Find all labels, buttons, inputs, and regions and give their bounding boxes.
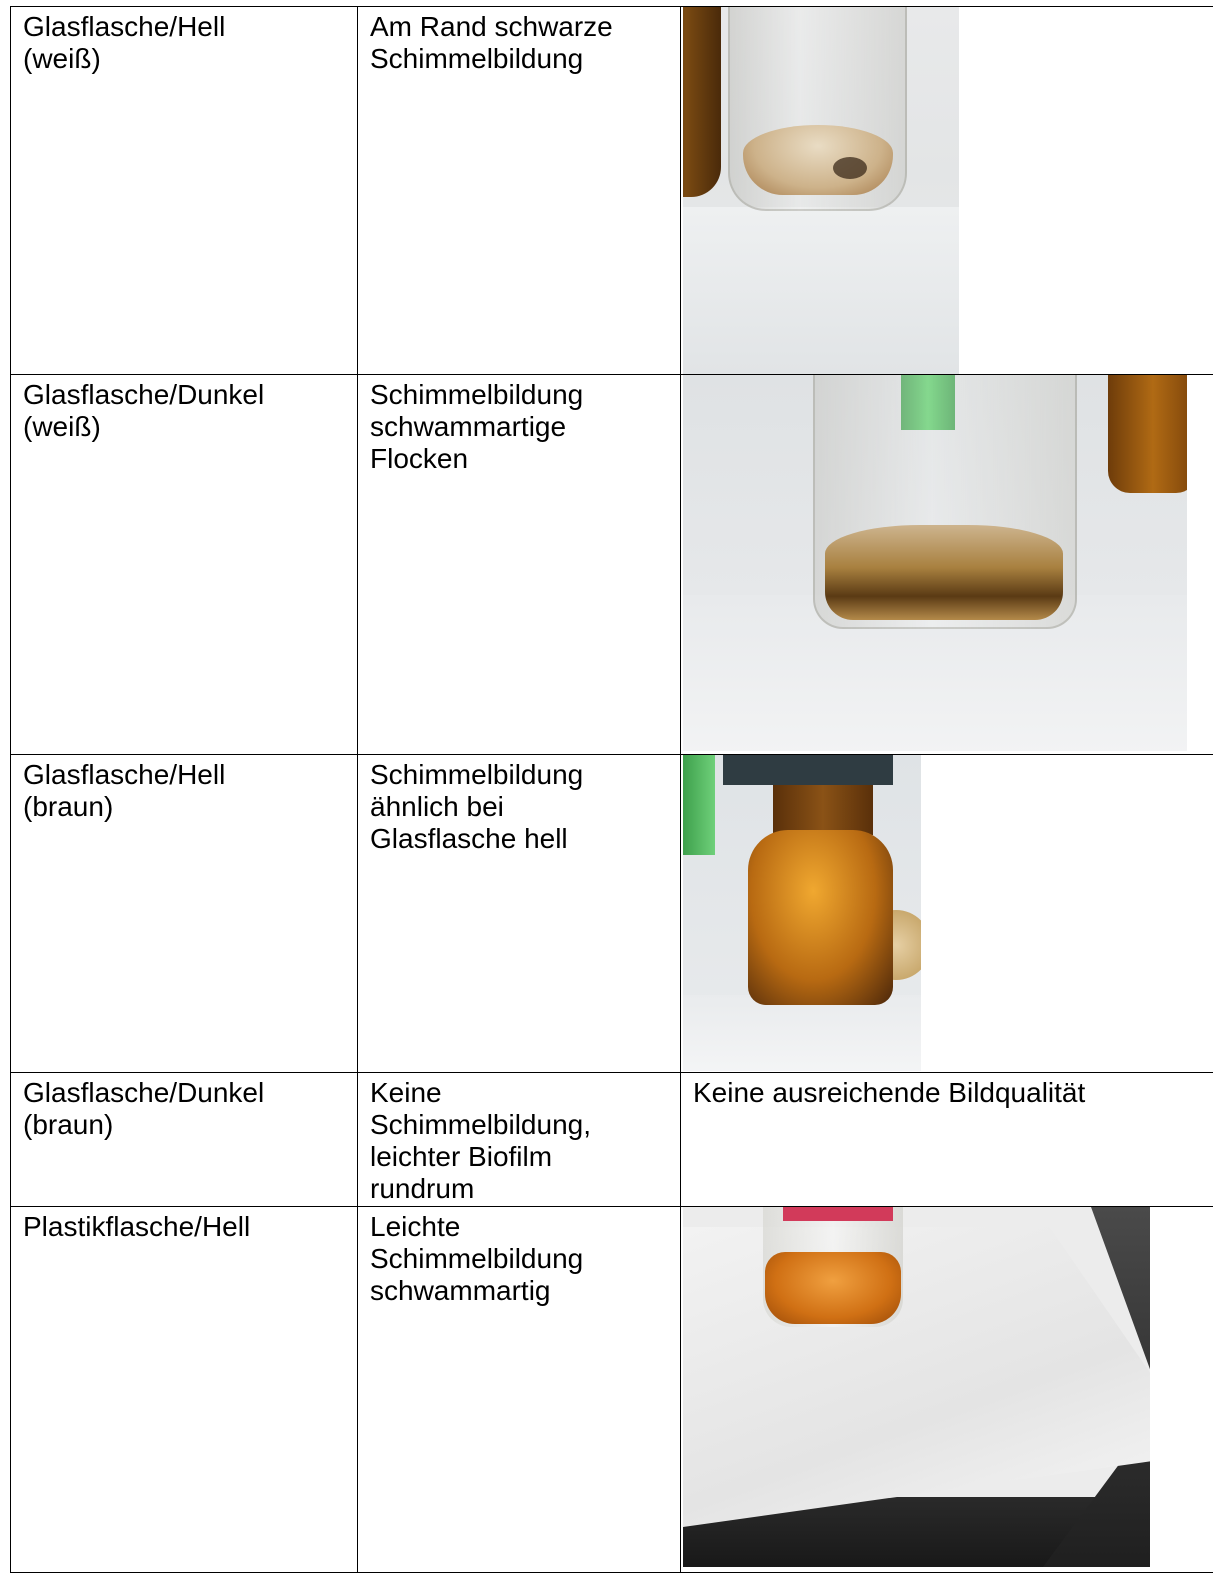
table-row: Glasflasche/Dunkel (weiß) Schimmelbildun… bbox=[10, 374, 1213, 755]
photo-cell bbox=[680, 1206, 1213, 1573]
observation-text: Flocken bbox=[370, 443, 469, 474]
table-row: Glasflasche/Hell (braun) Schimmelbildung… bbox=[10, 754, 1213, 1073]
photo-dark-glass-white bbox=[683, 375, 1187, 751]
observation-text: Keine bbox=[370, 1077, 442, 1108]
table-row: Plastikflasche/Hell Leichte Schimmelbild… bbox=[10, 1206, 1213, 1573]
bottle-type-cell: Plastikflasche/Hell bbox=[10, 1206, 358, 1573]
photo-plastic-bottle bbox=[683, 1207, 1150, 1567]
table-row: Glasflasche/Hell (weiß) Am Rand schwarze… bbox=[10, 6, 1213, 375]
observation-text: Schimmelbildung, bbox=[370, 1109, 591, 1140]
observation-text: Schimmelbildung bbox=[370, 759, 584, 790]
observation-cell: Leichte Schimmelbildung schwammartig bbox=[357, 1206, 681, 1573]
observation-text: leichter Biofilm bbox=[370, 1141, 553, 1172]
bottle-type-cell: Glasflasche/Dunkel (weiß) bbox=[10, 374, 358, 755]
bottle-type-text: Glasflasche/Dunkel bbox=[23, 1077, 265, 1108]
bottle-type-text: Glasflasche/Dunkel bbox=[23, 379, 265, 410]
bottle-type-text: (weiß) bbox=[23, 43, 101, 74]
observation-text: Am Rand schwarze bbox=[370, 11, 613, 42]
photo-cell bbox=[680, 374, 1213, 755]
table-row: Glasflasche/Dunkel (braun) Keine Schimme… bbox=[10, 1072, 1213, 1207]
photo-clear-glass-white bbox=[683, 7, 959, 374]
bottle-type-cell: Glasflasche/Dunkel (braun) bbox=[10, 1072, 358, 1207]
observation-cell: Am Rand schwarze Schimmelbildung bbox=[357, 6, 681, 375]
observation-text: Leichte bbox=[370, 1211, 461, 1242]
observation-text: rundrum bbox=[370, 1173, 475, 1204]
observation-text: schwammartig bbox=[370, 1275, 551, 1306]
bottle-type-text: (braun) bbox=[23, 791, 114, 822]
observation-text: ähnlich bei bbox=[370, 791, 504, 822]
observation-cell: Schimmelbildung ähnlich bei Glasflasche … bbox=[357, 754, 681, 1073]
bottle-type-text: Plastikflasche/Hell bbox=[23, 1211, 251, 1242]
observation-text: Glasflasche hell bbox=[370, 823, 568, 854]
photo-note-text: Keine ausreichende Bildqualität bbox=[693, 1077, 1086, 1108]
photo-note-cell: Keine ausreichende Bildqualität bbox=[680, 1072, 1213, 1207]
observation-text: Schimmelbildung bbox=[370, 379, 584, 410]
observation-cell: Keine Schimmelbildung, leichter Biofilm … bbox=[357, 1072, 681, 1207]
photo-cell bbox=[680, 754, 1213, 1073]
photo-clear-glass-brown bbox=[683, 755, 921, 1071]
observation-text: Schimmelbildung bbox=[370, 1243, 584, 1274]
bottle-type-text: Glasflasche/Hell bbox=[23, 759, 226, 790]
bottle-type-text: (weiß) bbox=[23, 411, 101, 442]
observation-text: Schimmelbildung bbox=[370, 43, 584, 74]
observation-cell: Schimmelbildung schwammartige Flocken bbox=[357, 374, 681, 755]
bottle-type-cell: Glasflasche/Hell (braun) bbox=[10, 754, 358, 1073]
observation-text: schwammartige bbox=[370, 411, 567, 442]
results-table: Glasflasche/Hell (weiß) Am Rand schwarze… bbox=[10, 6, 1213, 1573]
bottle-type-text: (braun) bbox=[23, 1109, 114, 1140]
bottle-type-text: Glasflasche/Hell bbox=[23, 11, 226, 42]
photo-cell bbox=[680, 6, 1213, 375]
bottle-type-cell: Glasflasche/Hell (weiß) bbox=[10, 6, 358, 375]
